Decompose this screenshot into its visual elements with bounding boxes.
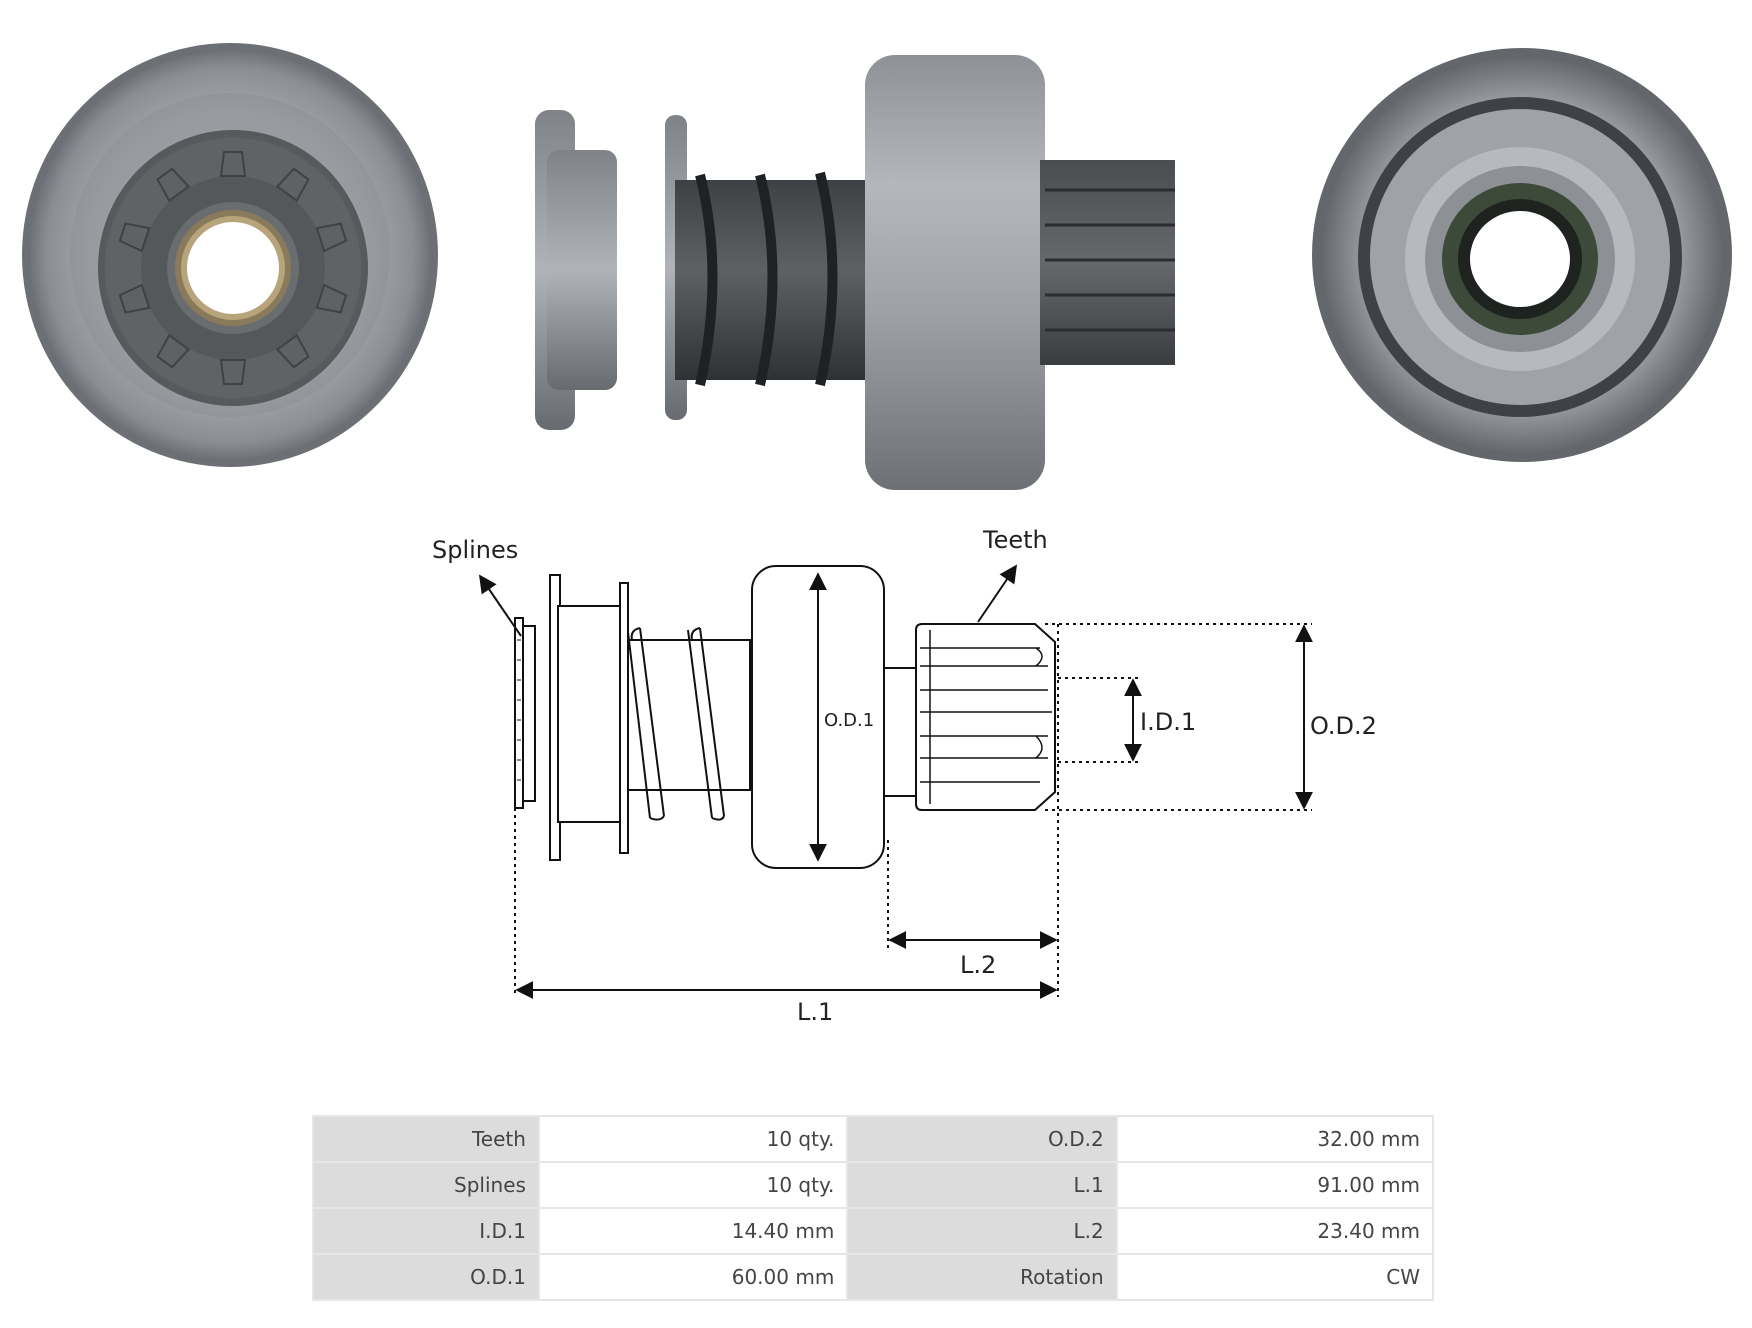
spec-key: O.D.2 <box>848 1117 1116 1161</box>
label-teeth: Teeth <box>982 526 1048 554</box>
label-od2: O.D.2 <box>1310 712 1377 740</box>
spec-key: L.2 <box>848 1209 1116 1253</box>
photo-pinion-end-view <box>22 43 438 467</box>
spec-key: Teeth <box>314 1117 538 1161</box>
spec-key: L.1 <box>848 1163 1116 1207</box>
spec-value: 91.00 mm <box>1117 1163 1432 1207</box>
label-l1: L.1 <box>797 998 833 1026</box>
label-l2: L.2 <box>960 951 996 979</box>
table-row: I.D.1 14.40 mm L.2 23.40 mm <box>314 1209 1432 1253</box>
photo-side-view <box>535 55 1175 490</box>
spec-value: 32.00 mm <box>1117 1117 1432 1161</box>
splines-leader-arrow <box>478 574 522 637</box>
spec-value: 10 qty. <box>539 1117 847 1161</box>
spec-value: 60.00 mm <box>539 1255 847 1299</box>
table-row: O.D.1 60.00 mm Rotation CW <box>314 1255 1432 1299</box>
spec-key: Rotation <box>848 1255 1116 1299</box>
table-row: Splines 10 qty. L.1 91.00 mm <box>314 1163 1432 1207</box>
spec-value: 14.40 mm <box>539 1209 847 1253</box>
pinion-gear-icon <box>118 151 348 385</box>
teeth-leader-arrow <box>977 564 1018 623</box>
label-id1: I.D.1 <box>1140 708 1196 736</box>
photo-back-end-view <box>1312 48 1732 462</box>
spec-value: CW <box>1117 1255 1432 1299</box>
spec-key: Splines <box>314 1163 538 1207</box>
label-splines: Splines <box>432 536 518 564</box>
spec-key: I.D.1 <box>314 1209 538 1253</box>
spec-value: 10 qty. <box>539 1163 847 1207</box>
label-od1: O.D.1 <box>824 710 874 731</box>
spec-value: 23.40 mm <box>1117 1209 1432 1253</box>
specifications-table: Teeth 10 qty. O.D.2 32.00 mm Splines 10 … <box>312 1115 1434 1301</box>
spec-key: O.D.1 <box>314 1255 538 1299</box>
table-row: Teeth 10 qty. O.D.2 32.00 mm <box>314 1117 1432 1161</box>
